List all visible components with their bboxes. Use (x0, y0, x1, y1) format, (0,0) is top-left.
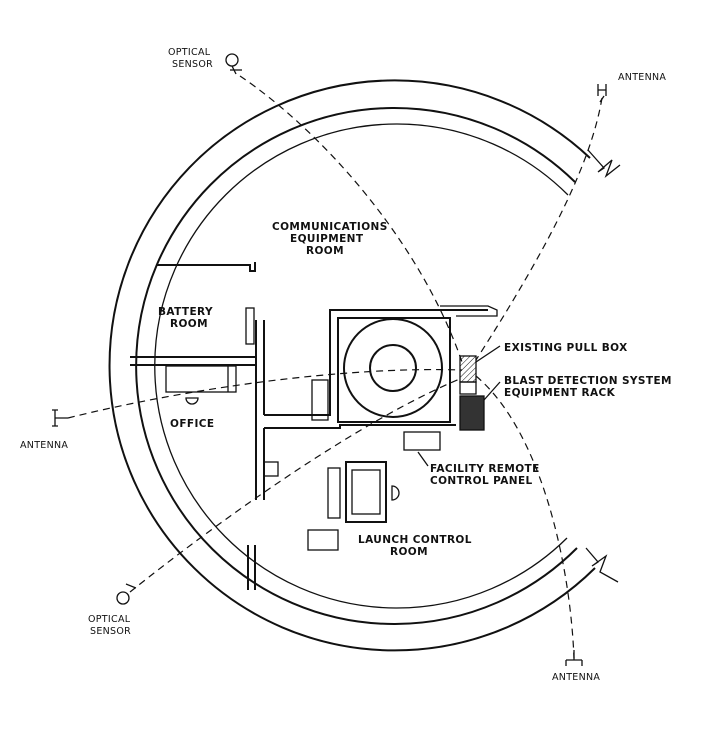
optical-sensor-top-icon (225, 53, 242, 75)
label-office: OFFICE (170, 418, 214, 430)
label-blast-rack-2: EQUIPMENT RACK (504, 387, 616, 399)
office-desk (165, 365, 237, 405)
label-facility-panel-2: CONTROL PANEL (430, 475, 533, 487)
label-comm-room-1: COMMUNICATIONS (272, 221, 388, 233)
label-optical-sensor-top-2: SENSOR (172, 59, 213, 70)
label-blast-rack-1: BLAST DETECTION SYSTEM (504, 375, 672, 387)
label-antenna-bottom: ANTENNA (552, 672, 600, 683)
launch-control-console (307, 461, 400, 551)
wall-break-marks (585, 149, 621, 583)
interior-walls (130, 262, 498, 590)
optical-sensor-bottom-icon (116, 583, 137, 605)
label-facility-panel-1: FACILITY REMOTE (430, 463, 540, 475)
label-comm-room-3: ROOM (306, 245, 344, 257)
label-existing-pull-box: EXISTING PULL BOX (504, 342, 628, 354)
label-antenna-top-right: ANTENNA (618, 72, 666, 83)
label-optical-sensor-bottom-2: SENSOR (90, 626, 131, 637)
pull-box-lower (459, 381, 477, 395)
blast-detection-rack (459, 395, 485, 431)
antenna-bottom-icon (565, 650, 583, 666)
label-launch-room-1: LAUNCH CONTROL (358, 534, 472, 546)
label-battery-room-2: ROOM (170, 318, 208, 330)
label-optical-sensor-bottom-1: OPTICAL (88, 614, 131, 625)
antenna-left-icon (52, 409, 68, 427)
leader-lines (417, 345, 501, 467)
label-battery-room-1: BATTERY (158, 306, 213, 318)
cable-runs (67, 75, 603, 659)
facility-remote-control-panel (403, 431, 441, 451)
label-launch-room-2: ROOM (390, 546, 428, 558)
label-comm-room-2: EQUIPMENT (290, 233, 364, 245)
antenna-top-right-icon (597, 84, 607, 103)
label-antenna-left: ANTENNA (20, 440, 68, 451)
existing-pull-box (459, 355, 477, 383)
label-optical-sensor-top-1: OPTICAL (168, 47, 211, 58)
